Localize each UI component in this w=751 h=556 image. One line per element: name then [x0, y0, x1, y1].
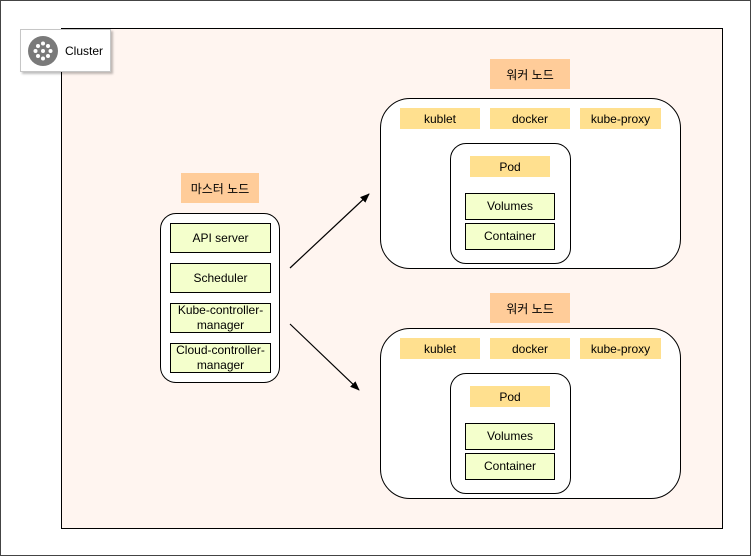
api-server-component: API server [170, 223, 271, 253]
pod-label: Pod [470, 156, 550, 177]
scheduler-component: Scheduler [170, 263, 271, 293]
docker-tag: docker [490, 108, 570, 129]
cluster-badge: Cluster [20, 29, 111, 72]
cluster-label: Cluster [65, 43, 104, 58]
container-component: Container [465, 453, 555, 480]
kubelet-tag: kublet [400, 338, 480, 359]
volumes-component: Volumes [465, 193, 555, 220]
cluster-icon [28, 35, 58, 66]
master-node-title: 마스터 노드 [181, 173, 259, 203]
container-component: Container [465, 223, 555, 250]
kube-proxy-tag: kube-proxy [580, 338, 661, 359]
pod-label: Pod [470, 386, 550, 407]
kube-proxy-tag: kube-proxy [580, 108, 661, 129]
docker-tag: docker [490, 338, 570, 359]
kubelet-tag: kublet [400, 108, 480, 129]
worker-node-title: 워커 노드 [490, 293, 570, 323]
worker-node-title: 워커 노드 [490, 59, 570, 89]
cloud-controller-manager-component: Cloud-controller-manager [170, 343, 271, 373]
kube-controller-manager-component: Kube-controller-manager [170, 303, 271, 333]
volumes-component: Volumes [465, 423, 555, 450]
